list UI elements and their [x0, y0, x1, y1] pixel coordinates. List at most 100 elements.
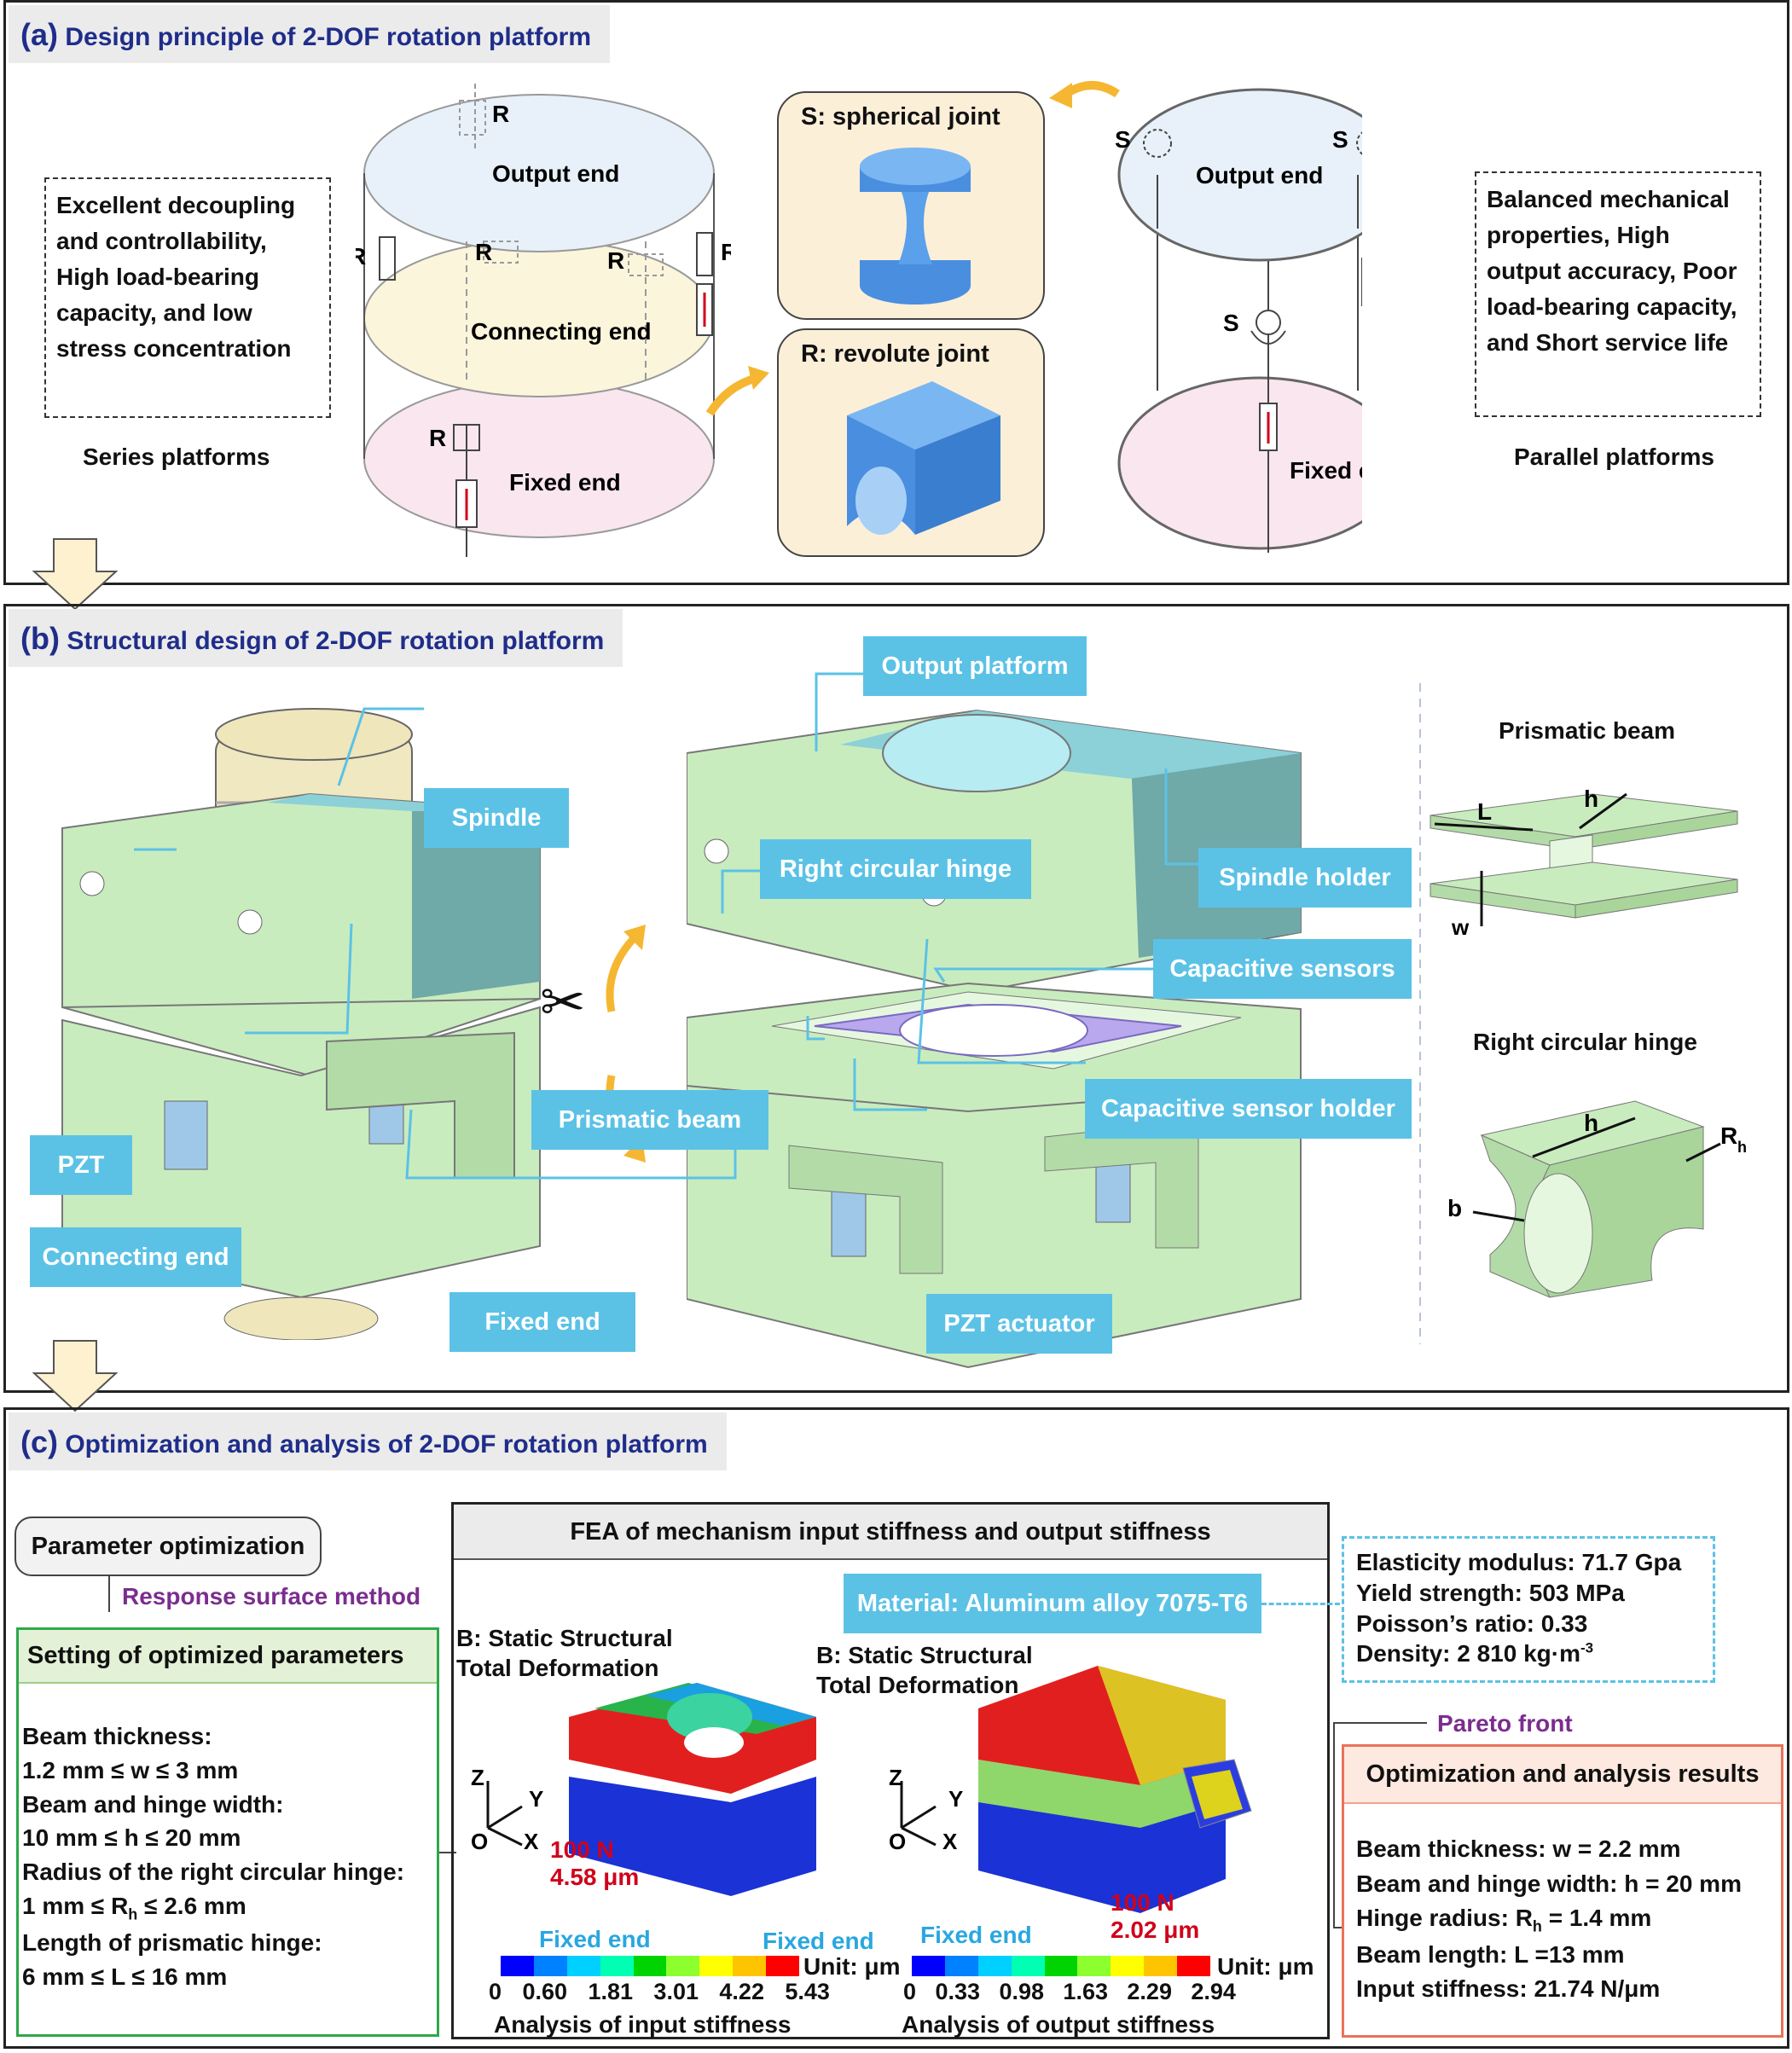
parameter-optimization-box: Parameter optimization: [14, 1517, 322, 1576]
axis-z: Z: [471, 1765, 484, 1790]
label-capacitive-sensors: Capacitive sensors: [1153, 939, 1412, 999]
connector-line: [108, 1576, 110, 1612]
results-box: Optimization and analysis results Beam t…: [1342, 1744, 1783, 2038]
material-label: Material: Aluminum alloy 7075-T6: [844, 1574, 1261, 1633]
scissors-icon: ✂: [540, 971, 586, 1033]
connector-dashed: [1261, 1603, 1340, 1605]
connecting-end-label: Connecting end: [471, 318, 652, 345]
r-label: R: [492, 101, 509, 127]
connector-line: [1333, 1722, 1335, 1927]
analysis-output-label: Analysis of output stiffness: [902, 2011, 1215, 2038]
fixed-end-label-3: Fixed end: [920, 1922, 1032, 1948]
down-arrow-icon: [32, 1340, 118, 1412]
output-end-label: Output end: [492, 160, 619, 187]
setting-title: Setting of optimized parameters: [19, 1630, 437, 1684]
fea-box: FEA of mechanism input stiffness and out…: [451, 1502, 1330, 2039]
fixed-end-label-1: Fixed end: [539, 1926, 651, 1952]
connector-line: [439, 1852, 456, 1853]
dim-b: b: [1447, 1195, 1462, 1221]
axis-triad-2: Z Y X O: [889, 1765, 963, 1854]
output-end-label: Output end: [1196, 162, 1323, 188]
label-pzt: PZT: [30, 1135, 132, 1195]
s-label: S: [1223, 310, 1239, 336]
fixed-end-label: Fixed end: [1290, 457, 1362, 484]
connector-line: [1333, 1927, 1343, 1928]
fea-output-model: [978, 1666, 1252, 1913]
label-spindle-holder: Spindle holder: [1198, 848, 1412, 908]
label-output-platform: Output platform: [863, 636, 1087, 696]
detail-prismatic-title: Prismatic beam: [1499, 717, 1675, 744]
detail-hinge-title: Right circular hinge: [1473, 1029, 1697, 1055]
series-description: Excellent decoupling and controllability…: [44, 177, 331, 418]
panel-c-title: (c) Optimization and analysis of 2-DOF r…: [9, 1412, 727, 1470]
color-scale-1: [501, 1956, 800, 1976]
fea-title: FEA of mechanism input stiffness and out…: [454, 1505, 1327, 1560]
pareto-front-label: Pareto front: [1437, 1710, 1573, 1737]
results-title: Optimization and analysis results: [1344, 1747, 1781, 1804]
parallel-platforms-label: Parallel platforms: [1514, 444, 1714, 470]
orange-arrow-icon: [705, 366, 769, 416]
revolute-joint-image: [847, 381, 1000, 535]
down-arrow-icon: [32, 538, 118, 611]
axis-x: X: [942, 1829, 958, 1854]
fea-input-model: [569, 1683, 816, 1896]
axis-y: Y: [529, 1786, 543, 1812]
spherical-joint-card: S: spherical joint: [777, 91, 1045, 320]
axis-o: O: [471, 1829, 488, 1854]
unit-label-1: Unit: μm: [803, 1953, 901, 1980]
label-pzt-actuator: PZT actuator: [926, 1294, 1112, 1354]
dim-w: w: [1451, 914, 1470, 939]
panel-b: (b) Structural design of 2-DOF rotation …: [3, 604, 1789, 1393]
connector-line: [1333, 1722, 1427, 1724]
panel-a: (a) Design principle of 2-DOF rotation p…: [3, 0, 1789, 585]
dim-l: L: [1477, 798, 1492, 825]
dim-r: R: [1720, 1122, 1737, 1149]
spherical-joint-title: S: spherical joint: [801, 103, 1000, 130]
assembled-platform-image: [61, 708, 541, 1340]
panel-c: (c) Optimization and analysis of 2-DOF r…: [3, 1407, 1789, 2049]
label-prismatic-beam: Prismatic beam: [531, 1090, 768, 1150]
series-platforms-label: Series platforms: [83, 444, 270, 470]
parallel-description: Balanced mechanical properties, High out…: [1475, 171, 1761, 417]
axis-y: Y: [948, 1786, 963, 1812]
dim-h: h: [1584, 1110, 1598, 1136]
setting-box: Setting of optimized parameters Beam thi…: [16, 1627, 439, 2037]
label-connecting-end: Connecting end: [30, 1227, 241, 1287]
analysis-input-label: Analysis of input stiffness: [494, 2011, 792, 2038]
revolute-joint-card: R: revolute joint: [777, 328, 1045, 557]
s-label: S: [1332, 126, 1348, 153]
r-label: R: [721, 239, 731, 265]
dim-r-sub: h: [1737, 1139, 1747, 1156]
label-right-circular-hinge: Right circular hinge: [760, 839, 1031, 899]
unit-label-2: Unit: μm: [1217, 1953, 1314, 1980]
r-label: R: [607, 247, 624, 274]
orange-arrow-icon: [606, 925, 646, 1012]
prismatic-beam-detail: L h w: [1430, 786, 1738, 939]
axis-triad-1: Z Y X O: [471, 1765, 543, 1854]
setting-lines: Beam thickness: 1.2 mm ≤ w ≤ 3 mm Beam a…: [22, 1723, 405, 1990]
panel-b-title: (b) Structural design of 2-DOF rotation …: [9, 609, 623, 667]
revolute-joint-title: R: revolute joint: [801, 340, 989, 368]
series-platform-diagram: R R R R R R Output end Connecting end Fi…: [356, 84, 731, 557]
parallel-platform-diagram: S S S Output end Fixed end: [1115, 88, 1362, 553]
color-scale-2: [912, 1956, 1211, 1976]
dim-h: h: [1584, 786, 1598, 812]
axis-z: Z: [889, 1765, 902, 1790]
panel-a-title: (a) Design principle of 2-DOF rotation p…: [9, 5, 611, 63]
s-label: S: [1115, 126, 1131, 153]
fixed-end-label: Fixed end: [509, 469, 621, 496]
results-lines: Beam thickness: w = 2.2 mm Beam and hing…: [1356, 1836, 1742, 2003]
axis-x: X: [524, 1829, 539, 1854]
right-circular-hinge-detail: h R h b: [1447, 1100, 1747, 1298]
orange-arrow-icon: [1049, 81, 1120, 108]
material-properties-box: Elasticity modulus: 71.7 Gpa Yield stren…: [1342, 1536, 1715, 1683]
axis-o: O: [889, 1829, 906, 1854]
r-label: R: [356, 243, 366, 270]
label-spindle: Spindle: [424, 788, 569, 848]
r-label: R: [429, 425, 446, 451]
